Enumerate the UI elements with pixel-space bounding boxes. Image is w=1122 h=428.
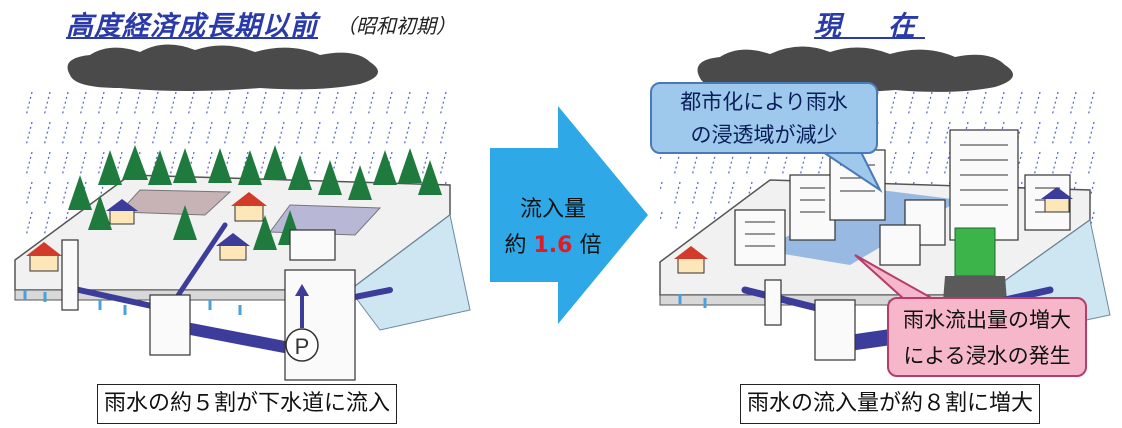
arrow-label: 流入量 約 1.6 倍 (498, 192, 608, 264)
caption-before: 雨水の約５割が下水道に流入 (97, 384, 398, 424)
pump-station-right (954, 227, 996, 277)
pump-icon (285, 328, 319, 362)
callout-flooding: 雨水流出量の増大 による浸水の発生 (887, 297, 1087, 377)
svg-text:P: P (295, 334, 310, 359)
left-scene: P (14, 44, 471, 381)
buildings-right (734, 129, 1071, 266)
arrow-label-line1: 流入量 (519, 197, 586, 222)
houses-left (26, 192, 267, 272)
caption-present: 雨水の流入量が約８割に増大 (740, 384, 1041, 424)
title-before-period: （昭和初期） (336, 14, 456, 38)
arrow-label-line2: 約 1.6 倍 (504, 233, 602, 258)
cloud-right (697, 46, 1013, 93)
title-present: 現 在 (814, 11, 925, 42)
river-left (349, 214, 471, 331)
flow-arrow (490, 106, 648, 324)
title-before: 高度経済成長期以前 (66, 11, 318, 42)
callout-urbanization: 都市化により雨水 の浸透域が減少 (650, 82, 878, 154)
inflow-multiplier: 1.6 (533, 233, 573, 258)
houses-right (674, 187, 1073, 274)
cloud-left (67, 44, 378, 91)
trees-left (68, 145, 442, 250)
